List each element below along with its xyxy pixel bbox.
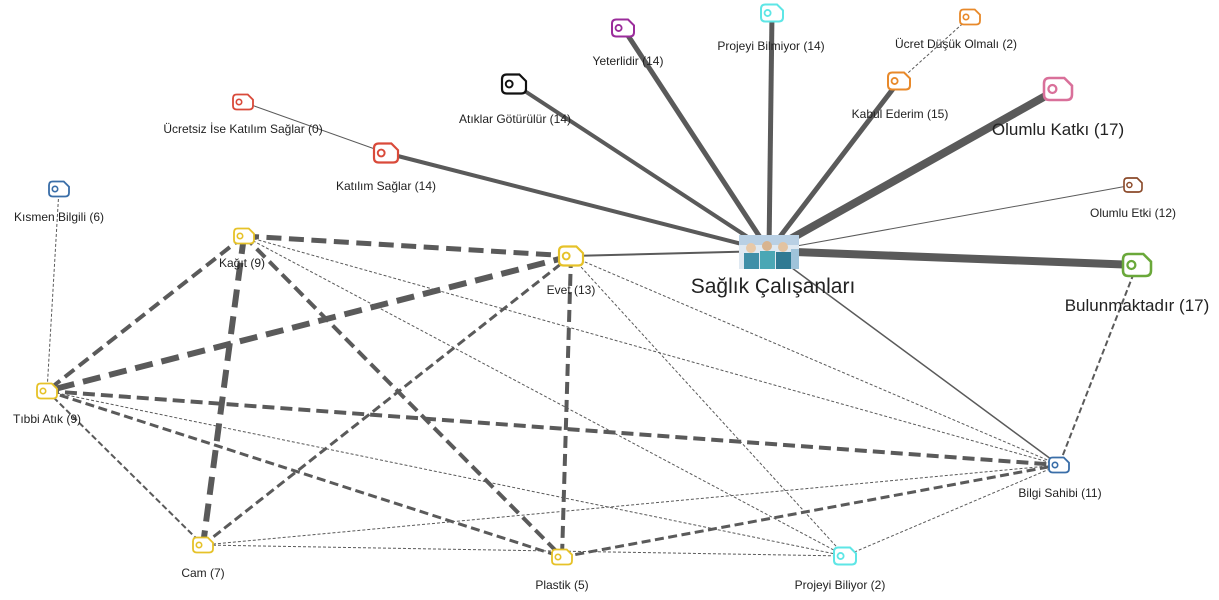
node-icon-bilgi[interactable] (1048, 456, 1070, 474)
node-icon-yeterlidir[interactable] (611, 18, 635, 38)
edge-center-kabul (767, 79, 901, 253)
edge-center-projeyi_bilmiyor (766, 12, 775, 252)
node-label-kabul: Kabul Ederim (15) (851, 107, 949, 121)
node-label-projeyi-biliyor: Projeyi Biliyor (2) (794, 578, 886, 592)
node-icon-evet[interactable] (557, 245, 585, 267)
node-icon-kabul[interactable] (887, 71, 911, 91)
node-icon-bulunmaktadir[interactable] (1121, 252, 1153, 278)
edge-center-olumlu_etki (768, 184, 1134, 252)
edge-center-evet (570, 250, 770, 257)
node-icon-tibbi[interactable] (36, 382, 58, 400)
node-label-katilim: Katılım Sağlar (14) (335, 179, 437, 193)
center-label: Sağlık Çalışanları (690, 275, 856, 298)
edge-evet-cam (202, 254, 572, 547)
edge-evet-plastik (560, 255, 573, 558)
edge-evet-projeyi_biliyor (570, 255, 846, 557)
node-icon-projeyi-bilmiyor[interactable] (760, 3, 784, 23)
edge-center-katilim (385, 151, 770, 253)
node-label-olumlu-etki: Olumlu Etki (12) (1089, 206, 1177, 220)
node-icon-ucret-dusuk[interactable] (959, 8, 981, 26)
edge-center-olumlu_katki (767, 85, 1060, 255)
node-label-tibbi: Tıbbi Atık (9) (12, 412, 82, 426)
edge-bulunmaktadir-bilgi (1058, 264, 1138, 466)
node-icon-olumlu-etki[interactable] (1123, 177, 1143, 193)
edge-center-bilgi (768, 250, 1060, 466)
edge-kagit-evet (243, 233, 572, 259)
edge-evet-tibbi (46, 253, 572, 394)
node-label-atiklar: Atıklar Götürülür (14) (458, 112, 572, 126)
node-label-evet: Evet (13) (546, 283, 596, 297)
node-label-kismen: Kısmen Bilgili (6) (13, 210, 105, 224)
edge-tibbi-bilgi (46, 389, 1060, 467)
center-node-photo[interactable] (739, 235, 799, 269)
node-label-bulunmaktadir: Bulunmaktadır (17) (1064, 296, 1210, 315)
node-label-ucretsiz: Ücretsiz İse Katılım Sağlar (0) (163, 122, 323, 136)
node-icon-olumlu-katki[interactable] (1042, 76, 1074, 102)
edge-tibbi-cam (46, 390, 204, 546)
edge-kismen-tibbi (46, 188, 60, 392)
edge-ucret_dusuk-kabul (898, 16, 971, 82)
edge-ucretsiz-katilim (242, 101, 387, 154)
edge-center-yeterlidir (620, 26, 772, 253)
node-icon-projeyi-biliyor[interactable] (833, 546, 857, 566)
node-icon-plastik[interactable] (551, 548, 573, 566)
edge-evet-bilgi (570, 255, 1060, 466)
edge-kagit-projeyi_biliyor (243, 235, 846, 557)
edge-kagit-plastik (242, 234, 564, 559)
node-icon-kagit[interactable] (233, 227, 255, 245)
node-label-yeterlidir: Yeterlidir (14) (592, 54, 664, 68)
edge-cam-projeyi_biliyor (202, 544, 846, 557)
edge-cam-bilgi (202, 464, 1060, 546)
edge-kagit-cam (200, 235, 247, 546)
edge-tibbi-plastik (46, 389, 563, 559)
node-label-olumlu-katki: Olumlu Katkı (17) (991, 120, 1125, 139)
node-label-bilgi: Bilgi Sahibi (11) (1018, 486, 1102, 500)
node-icon-atiklar[interactable] (500, 73, 528, 95)
edge-plastik-bilgi (561, 463, 1060, 559)
node-icon-cam[interactable] (192, 536, 214, 554)
node-label-kagit: Kağıt (9) (218, 256, 266, 270)
node-label-cam: Cam (7) (181, 566, 225, 580)
node-label-plastik: Plastik (5) (535, 578, 589, 592)
node-label-projeyi-bilmiyor: Projeyi Bilmiyor (14) (717, 39, 825, 53)
edge-kagit-tibbi (45, 234, 246, 393)
node-icon-kismen[interactable] (48, 180, 70, 198)
node-label-ucret-dusuk: Ücret Düşük Olmalı (2) (894, 37, 1018, 51)
node-icon-katilim[interactable] (372, 142, 400, 164)
edge-center-bulunmaktadir (768, 247, 1138, 269)
edge-center-atiklar (512, 82, 771, 253)
node-icon-ucretsiz[interactable] (232, 93, 254, 111)
edge-tibbi-projeyi_biliyor (46, 390, 846, 557)
edge-projeyi_biliyor-bilgi (844, 464, 1060, 557)
edge-kagit-bilgi (243, 235, 1060, 466)
